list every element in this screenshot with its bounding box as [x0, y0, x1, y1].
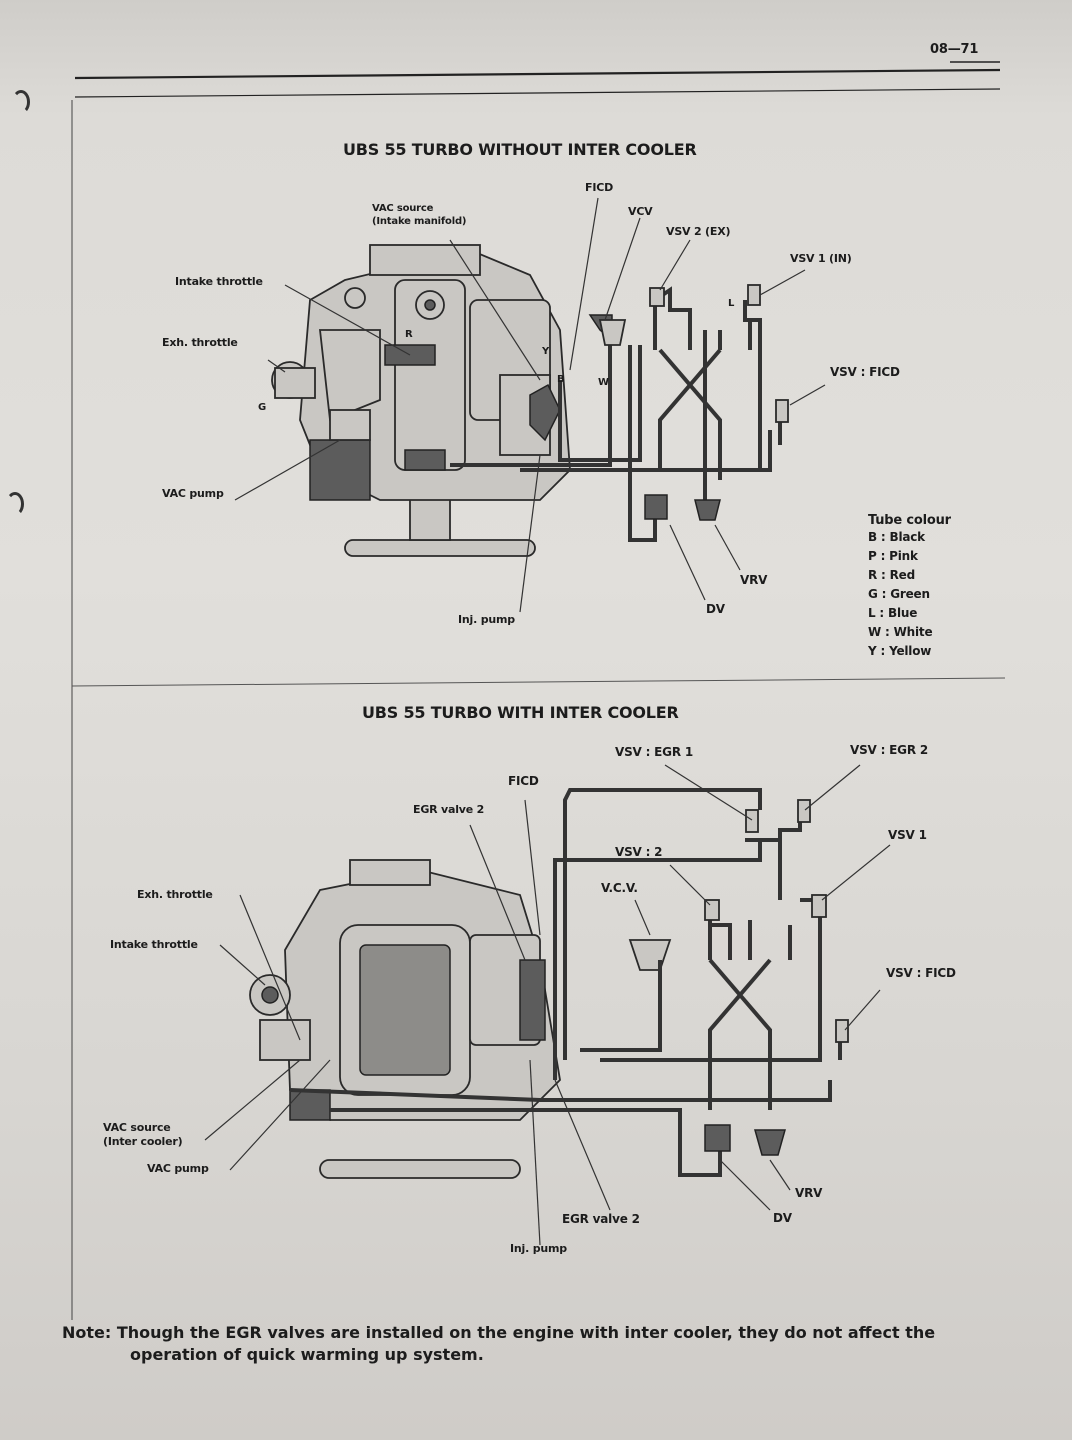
top-label-ficd: FICD — [585, 181, 614, 194]
bottom-label-ficd: FICD — [508, 774, 539, 788]
top-tube-letter-y: Y — [542, 346, 550, 357]
top-label-vsv1: VSV 1 (IN) — [790, 252, 852, 265]
top-label-vcv: VCV — [628, 205, 653, 218]
note-line1: Though the EGR valves are installed on t… — [116, 1323, 936, 1342]
legend-item: W : White — [868, 625, 933, 639]
bottom-label-vcv: V.C.V. — [601, 881, 638, 895]
bottom-label-egr-valve2-bottom: EGR valve 2 — [562, 1212, 640, 1226]
bottom-label-vsv-ficd: VSV : FICD — [886, 966, 956, 980]
bottom-label-vsv1: VSV 1 — [888, 828, 927, 842]
top-tubing — [450, 284, 789, 542]
top-label-vac-source-2: (Intake manifold) — [372, 216, 467, 227]
bottom-label-inj-pump: Inj. pump — [510, 1242, 567, 1255]
top-tube-letter-r: R — [405, 329, 413, 340]
bottom-label-egr-valve2-top: EGR valve 2 — [413, 803, 485, 816]
bottom-label-vsv-egr2: VSV : EGR 2 — [850, 743, 928, 757]
top-label-vac-pump: VAC pump — [162, 487, 224, 500]
bottom-engine-drawing — [249, 859, 672, 1179]
bottom-label-intake-throttle: Intake throttle — [110, 938, 198, 951]
legend-item: G : Green — [868, 587, 930, 601]
legend-item: B : Black — [868, 530, 925, 544]
legend-title: Tube colour — [868, 513, 951, 528]
top-leader-lines — [234, 197, 826, 613]
note-label: Note: — [62, 1323, 112, 1342]
bottom-label-vac-source-1: VAC source — [103, 1121, 171, 1134]
legend-items: B : Black P : Pink R : Red G : Green L :… — [868, 528, 951, 661]
top-label-vsv-ficd: VSV : FICD — [830, 365, 900, 379]
top-label-vsv2: VSV 2 (EX) — [666, 225, 731, 238]
binder-hole-bottom — [6, 492, 24, 516]
top-label-exh-throttle: Exh. throttle — [162, 336, 238, 349]
top-tube-letter-b: B — [557, 374, 565, 385]
binder-hole-top — [12, 90, 30, 114]
top-tube-letter-w: W — [598, 377, 609, 388]
page-number: 08—71 — [930, 42, 979, 57]
bottom-label-dv: DV — [773, 1211, 792, 1225]
bottom-label-exh-throttle: Exh. throttle — [137, 888, 213, 901]
top-label-dv: DV — [706, 602, 725, 616]
bottom-label-vsv2: VSV : 2 — [615, 845, 663, 859]
top-label-vrv: VRV — [740, 573, 768, 587]
bottom-label-vrv: VRV — [795, 1186, 823, 1200]
bottom-label-vsv-egr1: VSV : EGR 1 — [615, 745, 693, 759]
top-label-vac-source-1: VAC source — [372, 203, 434, 214]
bottom-leader-lines — [204, 764, 891, 1246]
bottom-diagram-title: UBS 55 TURBO WITH INTER COOLER — [362, 703, 679, 722]
top-tube-letter-l: L — [728, 298, 735, 309]
legend-item: R : Red — [868, 568, 915, 582]
top-engine-drawing — [271, 244, 613, 557]
top-label-inj-pump: Inj. pump — [458, 613, 515, 626]
top-tube-letter-g: G — [258, 402, 267, 413]
bottom-label-vac-pump: VAC pump — [147, 1162, 209, 1175]
legend-item: L : Blue — [868, 606, 918, 620]
note-block: Note: Though the EGR valves are installe… — [62, 1322, 1047, 1366]
top-label-intake-throttle: Intake throttle — [175, 275, 263, 288]
legend-item: P : Pink — [868, 549, 918, 563]
bottom-label-vac-source-2: (Inter cooler) — [103, 1135, 183, 1148]
legend-item: Y : Yellow — [868, 644, 932, 658]
tube-colour-legend: Tube colour B : Black P : Pink R : Red G… — [868, 513, 951, 661]
bottom-tubing — [289, 788, 849, 1177]
note-line2: operation of quick warming up system. — [130, 1345, 484, 1364]
top-diagram-title: UBS 55 TURBO WITHOUT INTER COOLER — [343, 140, 697, 159]
